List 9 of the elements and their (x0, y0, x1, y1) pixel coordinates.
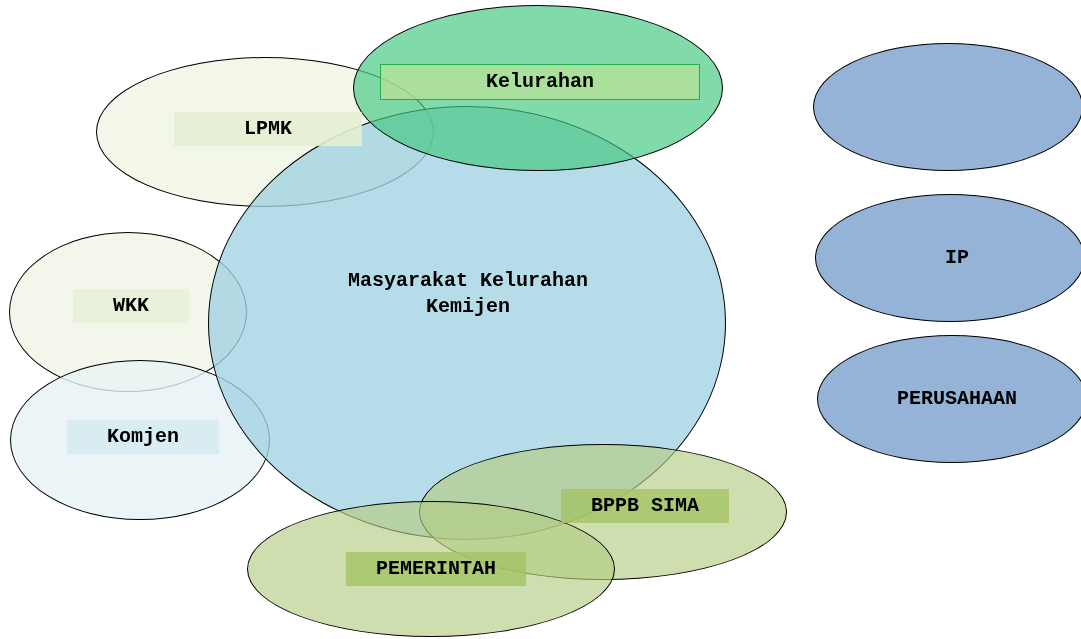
ellipse-label: PEMERINTAH (346, 552, 526, 586)
ellipse-label: LPMK (174, 112, 362, 146)
ellipse-label: IP (944, 245, 970, 271)
ellipse-label: Kelurahan (380, 64, 700, 100)
ellipse-label: BPPB SIMA (561, 489, 729, 523)
ellipse-label: Masyarakat Kelurahan Kemijen (346, 268, 589, 320)
ellipse-label: WKK (73, 289, 189, 323)
ellipse-label: Komjen (67, 420, 219, 454)
ellipse-label: PERUSAHAAN (896, 386, 1018, 412)
